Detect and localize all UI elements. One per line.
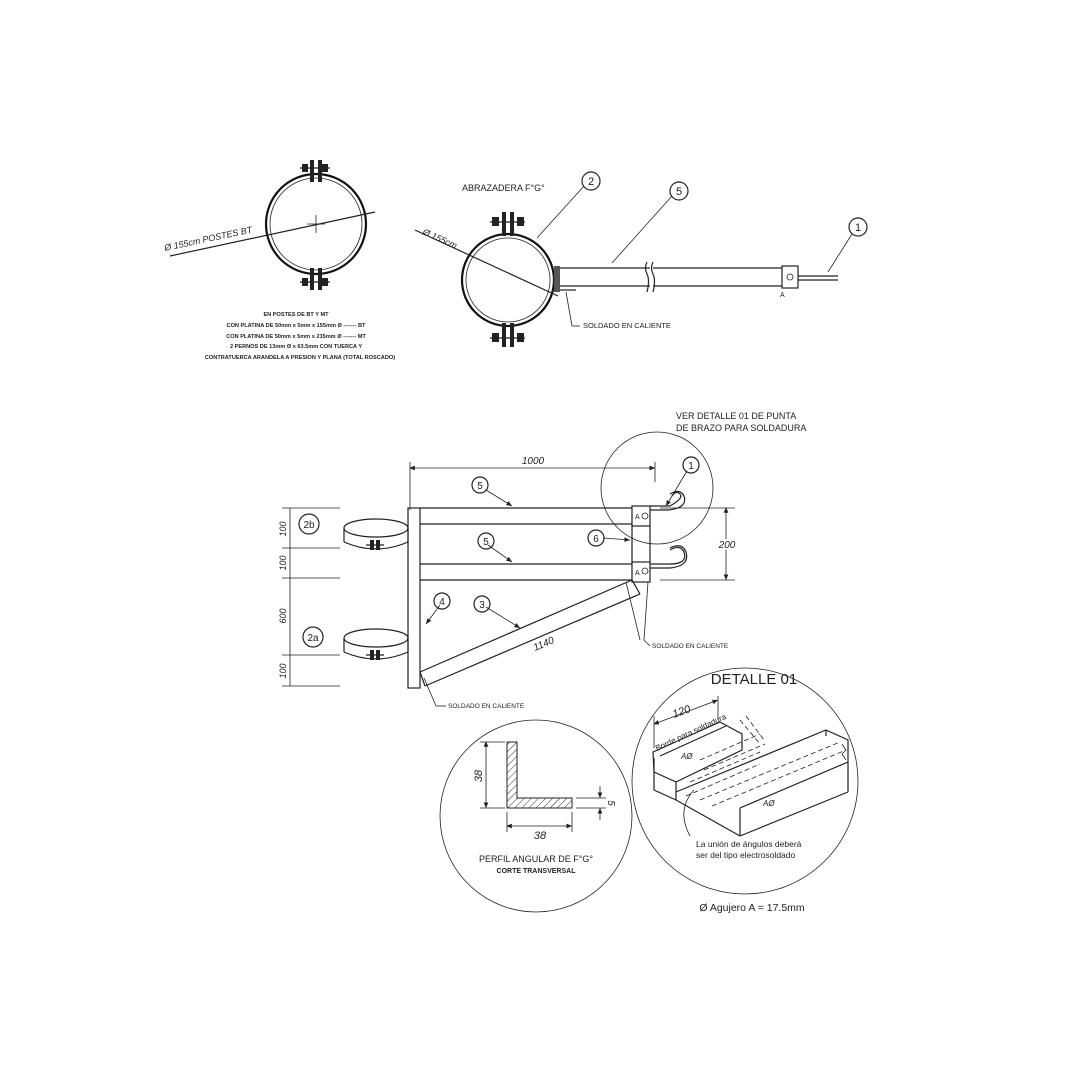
- arm-top-view: [560, 261, 838, 293]
- hole-label-a-top: A: [780, 292, 785, 299]
- svg-text:2a: 2a: [307, 633, 319, 644]
- detail-hole-a1: AØ: [680, 752, 693, 761]
- detail-edge-label: Borde para soldadura: [654, 712, 728, 753]
- detail-dim-120: 120: [671, 703, 693, 721]
- note-line-5: CONTRATUERCA ARANDELA A PRESION Y PLANA …: [205, 355, 395, 361]
- svg-text:3: 3: [479, 600, 485, 611]
- hole-note: Ø Agujero A = 17.5mm: [699, 902, 805, 914]
- svg-text:100: 100: [278, 663, 288, 678]
- svg-text:600: 600: [278, 608, 288, 623]
- detail-note-line-1b: La unión de ángulos deberá: [696, 839, 802, 849]
- profile-dim-38-vertical: 38: [473, 769, 485, 782]
- weld-label-right: SOLDADO EN CALIENTE: [652, 643, 729, 650]
- diameter-label-left: Ø 155cm POSTES BT: [162, 224, 254, 253]
- hole-label-a-main-top: A: [635, 514, 640, 521]
- clamp-label: ABRAZADERA F°G°: [462, 183, 545, 193]
- note-line-1: EN POSTES DE BT Y MT: [263, 312, 329, 318]
- clamp-top-right: [460, 212, 576, 347]
- profile-circle: [439, 719, 633, 913]
- detail-01-drawing: [652, 696, 849, 837]
- marker-5-top: 5: [669, 181, 689, 201]
- diagonal-brace: [419, 579, 641, 687]
- marker-5-main-top: 5: [471, 476, 489, 494]
- svg-text:200: 200: [718, 540, 736, 551]
- svg-text:1: 1: [855, 222, 861, 234]
- diameter-line-left: [169, 211, 376, 257]
- note-line-2: CON PLATINA DE 50mm x 5mm x 155mm Ø ----…: [227, 323, 367, 329]
- notes-block: EN POSTES DE BT Y MT CON PLATINA DE 50mm…: [205, 312, 395, 361]
- diameter-label-right: Ø 155cm: [420, 226, 459, 251]
- note-line-4: 2 PERNOS DE 13mm Ø x 63.5mm CON TUERCA Y: [230, 344, 362, 350]
- dim-chain-left: 100 100 600 100: [278, 507, 340, 687]
- profile-dim-38-horizontal: 38: [534, 830, 547, 842]
- svg-text:5: 5: [483, 537, 489, 548]
- vertical-post: [407, 507, 421, 689]
- top-beam: [420, 490, 686, 527]
- marker-2-top: 2: [581, 171, 601, 191]
- marker-1-top: 1: [848, 217, 868, 237]
- svg-text:1: 1: [688, 461, 694, 472]
- weld-label-top: SOLDADO EN CALIENTE: [583, 321, 671, 330]
- svg-text:2b: 2b: [303, 520, 315, 531]
- profile-title: PERFIL ANGULAR DE F°G°: [479, 854, 593, 864]
- svg-text:2: 2: [588, 176, 594, 188]
- marker-6-main: 6: [587, 529, 605, 547]
- clamp-top-left: [264, 160, 368, 290]
- marker-4-main: 4: [433, 592, 451, 610]
- angle-profile-section: [480, 741, 606, 832]
- dim-1000: 1000: [409, 456, 656, 510]
- marker-2a: 2a: [302, 626, 324, 648]
- hole-label-a-main-bottom: A: [635, 570, 640, 577]
- bottom-beam: [420, 545, 688, 583]
- detail-01-title: DETALLE 01: [711, 671, 797, 688]
- detail-01-circle: [631, 667, 859, 895]
- marker-1-main: 1: [682, 456, 700, 474]
- dim-1140: 1140: [532, 635, 556, 654]
- detail-note-line-2: DE BRAZO PARA SOLDADURA: [676, 423, 806, 433]
- dim-200: 200: [660, 507, 738, 581]
- svg-text:100: 100: [278, 555, 288, 570]
- marker-5-main-bottom: 5: [477, 532, 495, 550]
- note-line-3: CON PLATINA DE 50mm x 5mm x 235mm Ø ----…: [226, 334, 366, 340]
- pole-clamp-2b: [343, 518, 409, 550]
- marker-2b: 2b: [298, 513, 320, 535]
- detail-note-line-2b: ser del tipo electrosoldado: [696, 850, 796, 860]
- svg-text:6: 6: [593, 534, 599, 545]
- svg-text:1000: 1000: [522, 456, 545, 467]
- pole-clamp-2a: [343, 628, 409, 660]
- marker-3-main: 3: [473, 595, 491, 613]
- weld-label-bottom: SOLDADO EN CALIENTE: [448, 703, 525, 710]
- detail-hole-a2: AØ: [762, 799, 775, 808]
- svg-text:4: 4: [439, 597, 445, 608]
- svg-text:5: 5: [676, 186, 682, 198]
- detail-callout-circle: [600, 431, 714, 545]
- svg-text:100: 100: [278, 521, 288, 536]
- detail-note-line-1: VER DETALLE 01 DE PUNTA: [676, 411, 796, 421]
- svg-text:5: 5: [477, 481, 483, 492]
- profile-dim-5: 5: [605, 800, 616, 806]
- profile-subtitle: CORTE TRANSVERSAL: [497, 868, 577, 875]
- diameter-line-right: [414, 229, 559, 297]
